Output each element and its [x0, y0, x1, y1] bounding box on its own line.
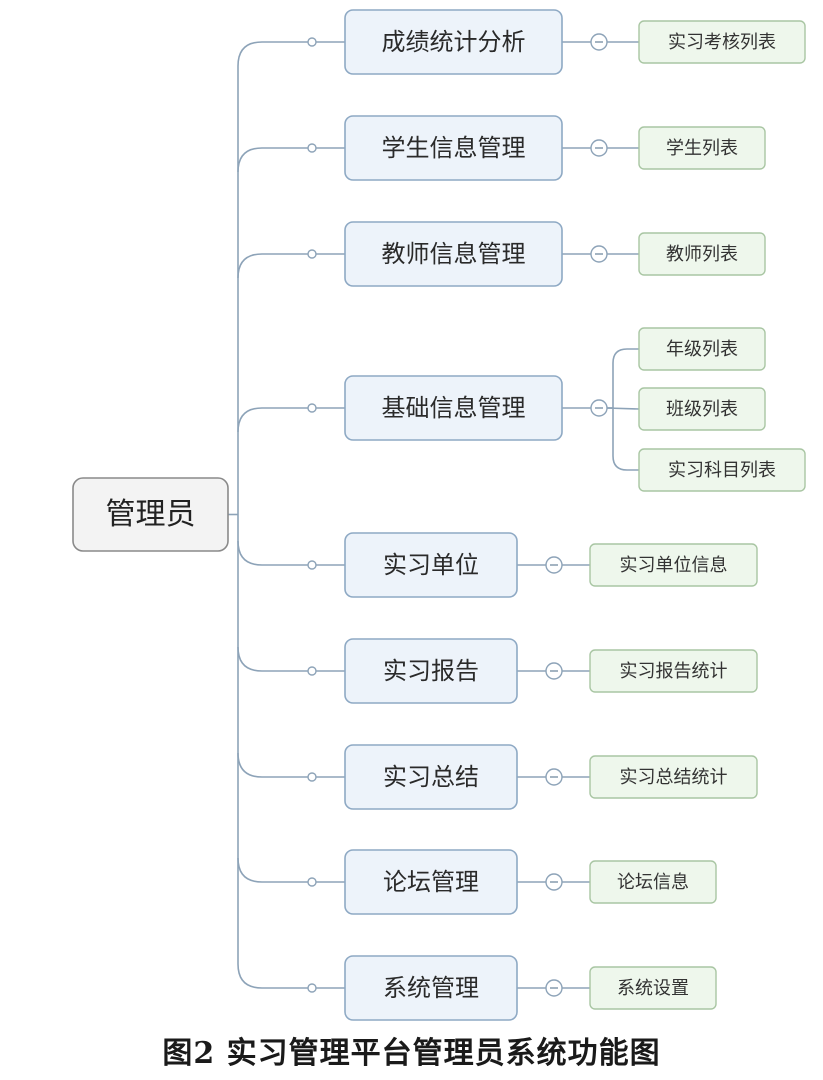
leaf-node: 实习单位信息 — [589, 543, 758, 587]
leaf-node: 系统设置 — [589, 966, 717, 1010]
leaf-node: 教师列表 — [638, 232, 766, 276]
leaf-node: 实习报告统计 — [589, 649, 758, 693]
leaf-node: 实习总结统计 — [589, 755, 758, 799]
branch-node: 论坛管理 — [344, 849, 518, 915]
connector-knob — [307, 249, 317, 259]
leaf-box — [638, 448, 806, 492]
leaf-box — [589, 543, 758, 587]
root-box — [72, 477, 229, 552]
leaf-node: 班级列表 — [638, 387, 766, 431]
branch-node: 系统管理 — [344, 955, 518, 1021]
branch-label: 教师信息管理 — [382, 240, 526, 268]
branch-node: 实习单位 — [344, 532, 518, 598]
leaf-connector — [607, 407, 639, 471]
connector-knob — [307, 560, 317, 570]
branch-connector — [237, 407, 345, 433]
branch-label: 论坛管理 — [383, 868, 479, 896]
collapse-toggle-icon[interactable] — [545, 662, 563, 680]
collapse-toggle-icon[interactable] — [590, 245, 608, 263]
branch-connector — [237, 752, 345, 778]
leaf-label: 教师列表 — [666, 244, 738, 265]
connector-knob — [307, 37, 317, 47]
leaf-label: 实习报告统计 — [620, 661, 728, 682]
connector-knob — [307, 143, 317, 153]
branch-box — [344, 375, 563, 441]
collapse-toggle-icon[interactable] — [590, 139, 608, 157]
leaf-label: 实习总结统计 — [620, 767, 728, 788]
collapse-toggle-icon[interactable] — [590, 399, 608, 417]
collapse-toggle-icon[interactable] — [545, 873, 563, 891]
collapse-toggle-icon[interactable] — [545, 556, 563, 574]
root-node: 管理员 — [72, 477, 229, 552]
connector-knob — [307, 403, 317, 413]
collapse-toggle-icon[interactable] — [545, 979, 563, 997]
connector-knob — [307, 666, 317, 676]
connector-lines — [228, 41, 640, 989]
branch-connector — [237, 41, 345, 67]
branch-node: 实习报告 — [344, 638, 518, 704]
leaf-label: 实习科目列表 — [668, 460, 776, 481]
branch-node: 成绩统计分析 — [344, 9, 563, 75]
branch-node: 学生信息管理 — [344, 115, 563, 181]
branch-label: 学生信息管理 — [382, 134, 526, 162]
branch-node: 教师信息管理 — [344, 221, 563, 287]
leaf-label: 实习单位信息 — [620, 555, 728, 576]
leaf-label: 论坛信息 — [617, 872, 689, 893]
connector-knob — [307, 983, 317, 993]
branch-label: 实习报告 — [383, 657, 479, 685]
leaf-node: 实习科目列表 — [638, 448, 806, 492]
collapse-toggle-icon[interactable] — [590, 33, 608, 51]
leaf-connector — [607, 348, 639, 409]
leaf-label: 实习考核列表 — [668, 32, 776, 53]
leaf-node: 实习考核列表 — [638, 20, 806, 64]
leaf-node: 年级列表 — [638, 327, 766, 371]
branch-box — [344, 744, 518, 810]
branch-label: 实习总结 — [383, 763, 479, 791]
branch-box — [344, 115, 563, 181]
leaf-box — [589, 649, 758, 693]
branch-connector — [237, 540, 345, 566]
figure-caption: 图2 实习管理平台管理员系统功能图 — [162, 1036, 661, 1071]
leaf-box — [638, 20, 806, 64]
leaf-box — [589, 755, 758, 799]
branch-connector — [237, 147, 345, 173]
leaf-label: 年级列表 — [666, 339, 738, 360]
connector-knob — [307, 877, 317, 887]
branch-connector — [237, 253, 345, 279]
leaf-box — [638, 232, 766, 276]
branch-box — [344, 9, 563, 75]
branch-node: 基础信息管理 — [344, 375, 563, 441]
leaf-box — [638, 387, 766, 431]
branch-box — [344, 532, 518, 598]
branch-box — [344, 221, 563, 287]
leaf-node: 论坛信息 — [589, 860, 717, 904]
branch-node: 实习总结 — [344, 744, 518, 810]
branch-box — [344, 849, 518, 915]
branch-label: 系统管理 — [383, 974, 479, 1002]
leaf-box — [589, 860, 717, 904]
branch-label: 成绩统计分析 — [382, 28, 526, 56]
leaf-label: 学生列表 — [666, 138, 738, 159]
leaf-box — [638, 126, 766, 170]
collapse-toggle-icon[interactable] — [545, 768, 563, 786]
branch-box — [344, 638, 518, 704]
leaf-label: 班级列表 — [666, 399, 738, 420]
branch-connector — [237, 646, 345, 672]
root-label: 管理员 — [106, 497, 196, 532]
branch-label: 实习单位 — [383, 551, 479, 579]
leaf-box — [589, 966, 717, 1010]
branch-connector — [237, 857, 345, 883]
leaf-node: 学生列表 — [638, 126, 766, 170]
branch-label: 基础信息管理 — [382, 394, 526, 422]
leaf-box — [638, 327, 766, 371]
branch-connector — [237, 963, 345, 989]
connector-knob — [307, 772, 317, 782]
branch-box — [344, 955, 518, 1021]
leaf-label: 系统设置 — [617, 978, 689, 999]
